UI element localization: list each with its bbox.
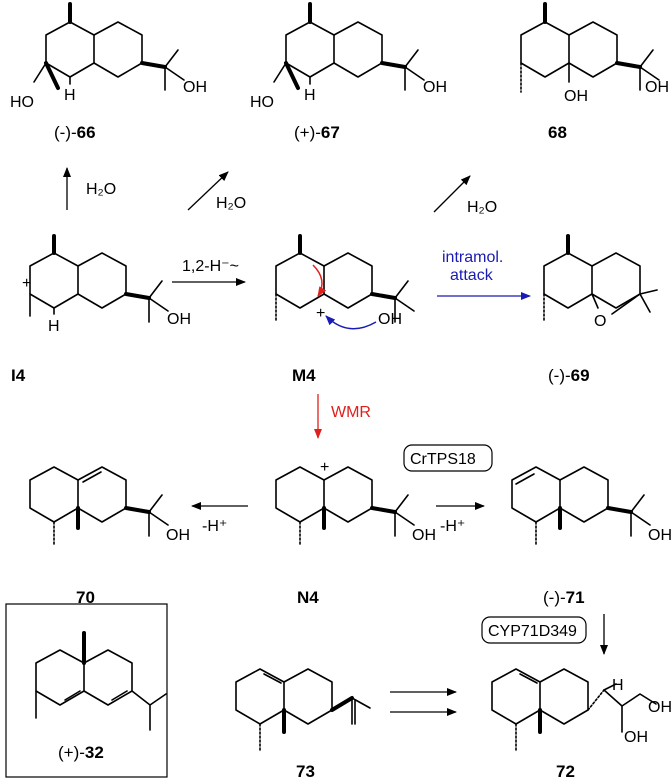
oh-label: OH [412, 527, 436, 544]
oh-label: OH [564, 88, 588, 105]
compound-label-66: (-)-66 [54, 123, 96, 142]
intramolecular-label: intramol. [442, 249, 503, 266]
oh-label: OH [648, 527, 672, 544]
oh-label: OH [167, 311, 191, 328]
enzyme-box-cyp71d349 [481, 616, 587, 644]
attack-label: attack [450, 267, 494, 284]
structure-71: OH (-)-71 [511, 466, 672, 607]
structure-i4: + H OH I4 [11, 234, 191, 385]
oh-label: OH [645, 79, 669, 96]
oh-label: OH [378, 311, 402, 328]
water-label: H₂O [216, 195, 246, 212]
carbocation-plus: + [320, 459, 329, 476]
hydride-shift-curved-arrow [312, 264, 327, 297]
compound-label-68: 68 [548, 123, 567, 142]
ho-label: HO [250, 94, 274, 111]
h-label: H [612, 677, 624, 694]
arrow-m4-to-68 [433, 175, 471, 213]
structure-32: (+)-32 [35, 631, 167, 762]
structure-72: H OH OH 72 [491, 668, 672, 781]
enzyme-label-cyp71d349: CYP71D349 [488, 623, 577, 640]
oh-label: OH [183, 79, 207, 96]
ether-oxygen-label: O [594, 313, 606, 330]
compound-label-i4: I4 [11, 366, 26, 385]
oh-label: OH [166, 527, 190, 544]
water-label: H₂O [467, 199, 497, 216]
compound-label-70: 70 [76, 588, 95, 607]
structure-m4: + OH M4 [275, 234, 415, 385]
compound-label-69: (-)-69 [548, 366, 590, 385]
h-label: H [64, 87, 76, 104]
oh-label: OH [423, 79, 447, 96]
arrow-m4-to-67 [187, 171, 229, 211]
oxygen-attack-curved-arrow [325, 315, 377, 330]
deprotonation-label: -H⁺ [202, 518, 227, 535]
h-label: H [48, 318, 60, 335]
inset-box-32 [5, 603, 168, 778]
structure-70: OH 70 [29, 466, 190, 607]
structure-67: HO H OH (+)-67 [250, 2, 447, 142]
compound-label-71: (-)-71 [543, 588, 585, 607]
structure-69: O (-)-69 [543, 234, 658, 385]
water-label: H₂O [86, 181, 116, 198]
compound-label-73: 73 [296, 762, 315, 781]
structure-68: OH OH 68 [520, 2, 669, 142]
structure-n4: + OH N4 [275, 459, 436, 607]
oh-label: OH [648, 699, 672, 716]
hydride-shift-label: 1,2-H⁻~ [182, 258, 239, 275]
ho-label: HO [10, 94, 34, 111]
compound-label-32: (+)-32 [58, 743, 104, 762]
h-label: H [304, 87, 316, 104]
wmr-label: WMR [331, 404, 371, 421]
carbocation-plus: + [22, 275, 31, 292]
compound-label-72: 72 [556, 762, 575, 781]
enzyme-label-crtps18: CrTPS18 [410, 451, 476, 468]
compound-label-n4: N4 [297, 588, 319, 607]
enzyme-box-crtps18 [403, 444, 493, 472]
compound-label-m4: M4 [292, 366, 316, 385]
structure-73: 73 [235, 668, 371, 781]
structure-66: HO H OH (-)-66 [10, 2, 207, 142]
oh-label: OH [624, 729, 648, 746]
deprotonation-label: -H⁺ [440, 518, 465, 535]
carbocation-plus: + [316, 305, 325, 322]
compound-label-67: (+)-67 [294, 123, 340, 142]
